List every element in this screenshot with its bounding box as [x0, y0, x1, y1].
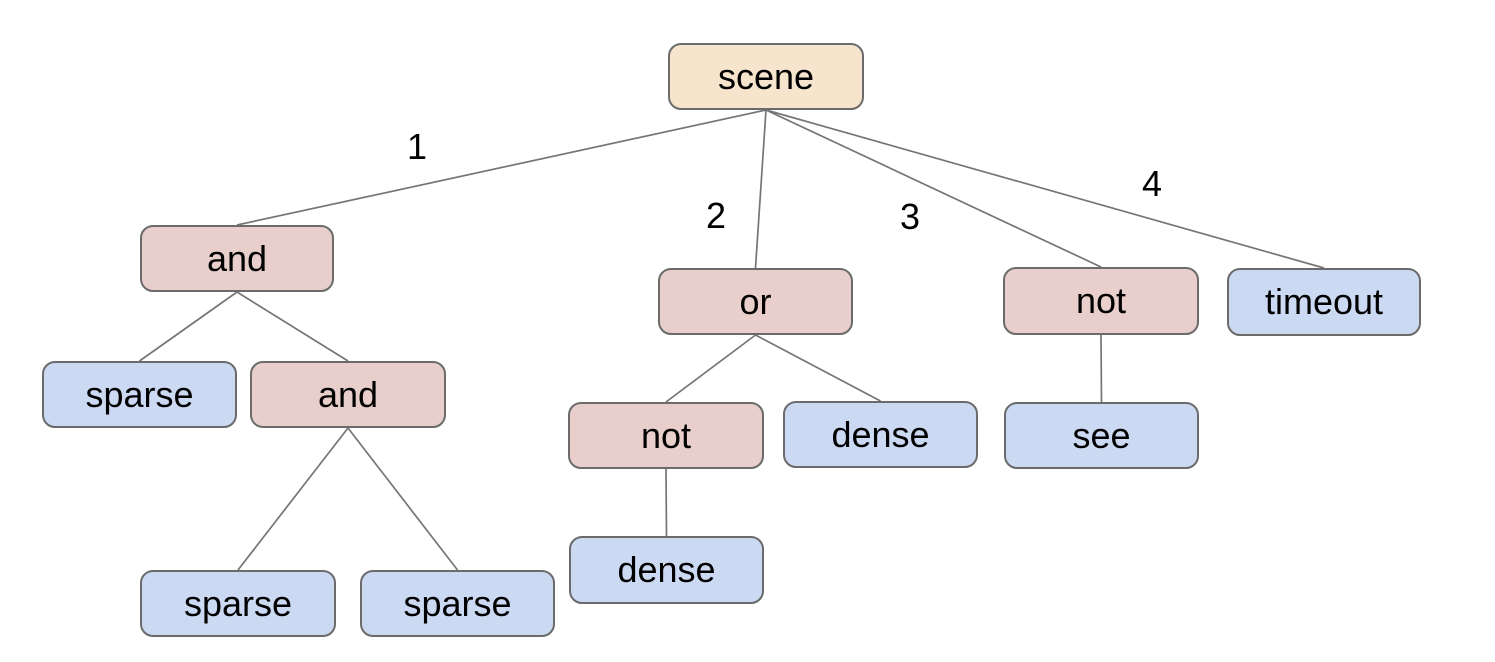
tree-node-not2: not — [568, 402, 764, 469]
edge-and2-sparse3 — [347, 427, 459, 571]
tree-node-scene: scene — [668, 43, 864, 110]
edge-and1-sparse1 — [139, 291, 238, 362]
tree-node-see: see — [1004, 402, 1199, 469]
tree-node-and2: and — [250, 361, 446, 428]
edge-scene-and1 — [236, 109, 767, 226]
edge-not1-see — [1100, 334, 1103, 403]
edge-scene-timeout — [765, 109, 1325, 269]
edge-label-2: 2 — [705, 195, 727, 236]
tree-node-sparse3: sparse — [360, 570, 555, 637]
tree-node-or1: or — [658, 268, 853, 335]
tree-node-dense1: dense — [783, 401, 978, 468]
edge-scene-not1 — [765, 109, 1102, 268]
tree-node-not1: not — [1003, 267, 1199, 335]
tree-node-dense2: dense — [569, 536, 764, 604]
edge-and1-and2 — [236, 291, 349, 362]
edge-or1-dense1 — [755, 334, 881, 402]
tree-node-timeout: timeout — [1227, 268, 1421, 336]
edge-and2-sparse2 — [237, 427, 349, 571]
edge-or1-not2 — [665, 334, 757, 403]
edge-label-3: 3 — [899, 196, 921, 237]
tree-node-sparse2: sparse — [140, 570, 336, 637]
edge-label-1: 1 — [406, 126, 428, 167]
tree-node-sparse1: sparse — [42, 361, 237, 428]
tree-node-and1: and — [140, 225, 334, 292]
edge-not2-dense2 — [665, 468, 668, 537]
edge-scene-or1 — [754, 109, 767, 269]
edge-label-4: 4 — [1141, 163, 1163, 204]
